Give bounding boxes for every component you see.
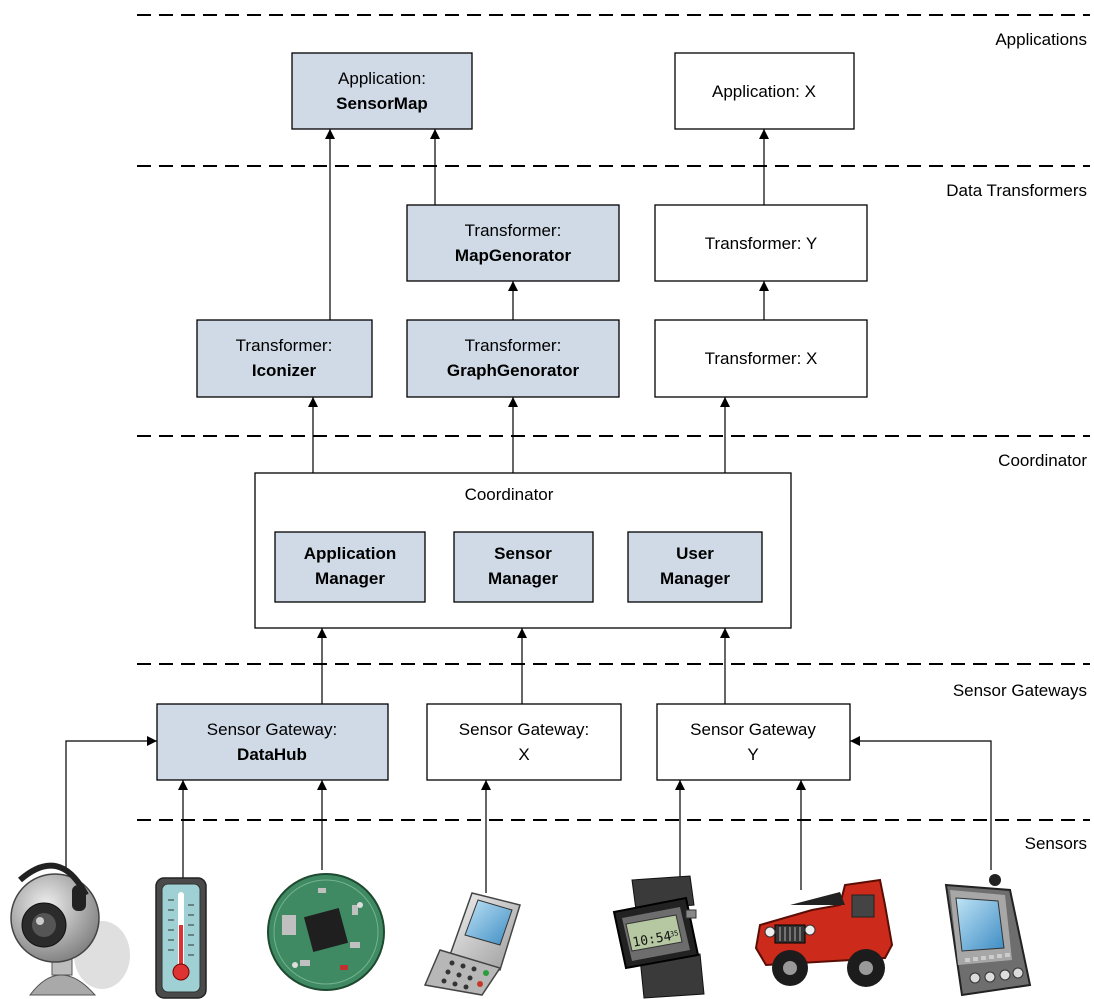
box-transformer-x-line1: Transformer: X bbox=[705, 349, 818, 368]
layer-label-data-transformers: Data Transformers bbox=[946, 181, 1087, 200]
box-transformer-iconizer: Transformer: Iconizer bbox=[196, 319, 373, 398]
box-user-manager-line1: User bbox=[676, 544, 714, 563]
layer-label-sensor-gateways: Sensor Gateways bbox=[953, 681, 1087, 700]
box-transformer-x: Transformer: X bbox=[654, 319, 868, 398]
box-transformer-y: Transformer: Y bbox=[654, 204, 868, 282]
box-app-x: Application: X bbox=[674, 52, 855, 130]
layer-label-sensors: Sensors bbox=[1025, 834, 1087, 853]
box-sensor-manager: Sensor Manager bbox=[453, 531, 594, 603]
layer-labels: Applications Data Transformers Coordinat… bbox=[946, 30, 1087, 853]
box-app-sensormap: Application: SensorMap bbox=[291, 52, 473, 130]
box-application-manager-line2: Manager bbox=[315, 569, 385, 588]
box-transformer-mapgenorator-line1: Transformer: bbox=[465, 221, 562, 240]
box-sensor-manager-line2: Manager bbox=[488, 569, 558, 588]
box-app-x-line1: Application: X bbox=[712, 82, 816, 101]
box-application-manager: Application Manager bbox=[274, 531, 426, 603]
box-user-manager-line2: Manager bbox=[660, 569, 730, 588]
box-gateway-datahub-line2: DataHub bbox=[237, 745, 307, 764]
connectors bbox=[65, 129, 992, 893]
pda-icon bbox=[944, 874, 1032, 997]
box-gateway-datahub-line1: Sensor Gateway: bbox=[207, 720, 337, 739]
box-transformer-graphgenorator: Transformer: GraphGenorator bbox=[406, 319, 620, 398]
box-transformer-y-line1: Transformer: Y bbox=[705, 234, 817, 253]
box-gateway-y-line1: Sensor Gateway bbox=[690, 720, 816, 739]
box-transformer-iconizer-line2: Iconizer bbox=[252, 361, 317, 380]
box-transformer-graphgenorator-line2: GraphGenorator bbox=[447, 361, 580, 380]
box-transformer-graphgenorator-line1: Transformer: bbox=[465, 336, 562, 355]
layer-label-coordinator: Coordinator bbox=[998, 451, 1087, 470]
box-gateway-x: Sensor Gateway: X bbox=[426, 703, 622, 781]
arrow-pda-to-gwy bbox=[850, 736, 992, 870]
box-gateway-datahub: Sensor Gateway: DataHub bbox=[156, 703, 389, 781]
box-user-manager: User Manager bbox=[627, 531, 763, 603]
thermometer-icon bbox=[155, 877, 207, 999]
box-transformer-mapgenorator: Transformer: MapGenorator bbox=[406, 204, 620, 282]
flip-phone-icon bbox=[423, 892, 521, 996]
box-sensor-manager-line1: Sensor bbox=[494, 544, 552, 563]
box-gateway-x-line2: X bbox=[518, 745, 529, 764]
layer-separators bbox=[137, 14, 1090, 821]
jeep-icon bbox=[754, 878, 894, 987]
box-coordinator-title: Coordinator bbox=[465, 485, 554, 504]
watch-display-seconds: 35 bbox=[669, 929, 679, 938]
box-gateway-y-line2: Y bbox=[747, 745, 758, 764]
arrow-webcam-to-datahub bbox=[65, 736, 157, 870]
layer-label-applications: Applications bbox=[995, 30, 1087, 49]
webcam-icon bbox=[10, 862, 130, 996]
box-transformer-iconizer-line1: Transformer: bbox=[236, 336, 333, 355]
box-gateway-x-line1: Sensor Gateway: bbox=[459, 720, 589, 739]
circuit-board-icon bbox=[267, 873, 385, 991]
box-application-manager-line1: Application bbox=[304, 544, 397, 563]
digital-watch-icon: 10:54 35 bbox=[612, 875, 705, 999]
box-gateway-y: Sensor Gateway Y bbox=[656, 703, 851, 781]
box-app-sensormap-line1: Application: bbox=[338, 69, 426, 88]
watch-display: 10:54 bbox=[631, 929, 672, 951]
box-app-sensormap-line2: SensorMap bbox=[336, 94, 428, 113]
box-transformer-mapgenorator-line2: MapGenorator bbox=[455, 246, 572, 265]
